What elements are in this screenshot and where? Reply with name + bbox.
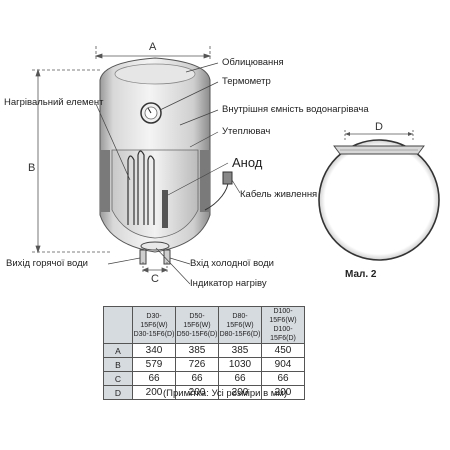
label-anode: Анод [232,155,263,170]
anode-drawing [162,190,168,228]
label-heating-indicator: Індикатор нагріву [190,278,267,289]
label-inner-tank: Внутрішня ємність водонагрівача [222,104,369,115]
table-cell: 1030 [218,357,262,372]
dimension-c [141,262,169,274]
thermometer-gauge [140,102,162,124]
table-row: C 66 66 66 66 [103,371,305,386]
label-cold-water-inlet: Вхід холодної води [190,258,274,269]
figure-caption: Мал. 2 [345,269,377,280]
dimension-c-label: C [151,273,159,285]
top-view-figure [318,130,440,261]
table-corner-cell [103,306,133,344]
table-cell: 200 [261,385,305,400]
heating-element-drawing [127,150,155,225]
column-header: D30-15F6(W)D30-15F6(D) [132,306,176,344]
dimension-a-label: A [149,41,157,53]
label-power-cable: Кабель живлення [240,189,318,200]
heater-body [99,57,211,253]
row-name: C [103,371,133,386]
label-thermometer: Термометр [222,76,271,87]
column-header: D80-15F6(W)D80-15F6(D) [218,306,262,344]
row-name: A [103,343,133,358]
dimension-b-label: B [28,162,36,174]
row-name: B [103,357,133,372]
table-cell: 66 [261,371,305,386]
table-cell: 904 [261,357,305,372]
table-cell: 385 [175,343,219,358]
leader-lines [95,62,241,285]
table-row: A 340 385 385 450 [103,343,305,358]
label-hot-water-outlet: Вихід горячої води [6,258,88,269]
label-cladding: Облицювання [222,57,284,68]
column-header: D50-15F6(W)D50-15F6(D) [175,306,219,344]
table-header-row: D30-15F6(W)D30-15F6(D) D50-15F6(W)D50-15… [103,306,305,344]
table-cell: 340 [132,343,176,358]
table-cell: 66 [175,371,219,386]
table-cell: 66 [132,371,176,386]
label-insulation: Утеплювач [222,126,271,137]
dimension-b [32,68,110,254]
power-cable-drawing [204,171,233,211]
table-cell: 579 [132,357,176,372]
water-heater-diagram [32,46,440,285]
column-header: D100-15F6(W)D100-15F6(D) [261,306,305,344]
table-cell: 66 [218,371,262,386]
label-heating-element: Нагрівальний елемент [4,97,104,108]
dimension-d-label: D [375,121,383,133]
table-row: B 579 726 1030 904 [103,357,305,372]
row-name: D [103,385,133,400]
table-cell: 385 [218,343,262,358]
dimension-a [94,46,212,60]
table-note: (Примітка: Усі розміри в мм) [162,388,287,399]
dimensions-table: D30-15F6(W)D30-15F6(D) D50-15F6(W)D50-15… [103,306,305,400]
table-row: D 200 200 200 200 [103,385,305,400]
table-cell: 726 [175,357,219,372]
table-cell: 450 [261,343,305,358]
bottom-fittings [139,241,171,265]
